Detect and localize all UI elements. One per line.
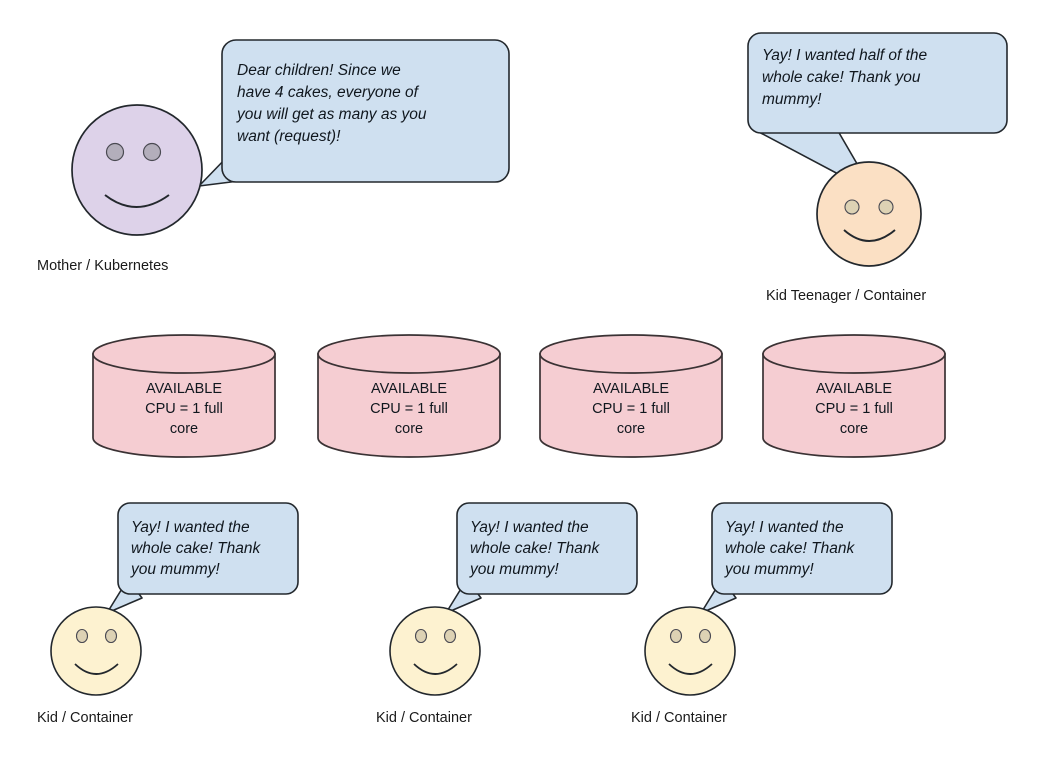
kid-2-right-eye-icon — [443, 628, 457, 644]
teenager-caption-label: Kid Teenager / Container — [766, 288, 927, 304]
kid-3-speech-text: Yay! I wanted the whole cake! Thank you … — [725, 519, 855, 578]
cylinder-1-body — [92, 353, 276, 458]
kid-1-speech-text: Yay! I wanted the whole cake! Thank you … — [131, 519, 261, 578]
kid-2-face[interactable] — [389, 606, 481, 696]
kid-3-left-eye-icon — [669, 628, 683, 644]
cylinder-1[interactable] — [92, 334, 276, 458]
mother-group[interactable] — [71, 39, 510, 236]
mother-face[interactable] — [71, 104, 203, 236]
kid-3-speech-bubble — [711, 502, 893, 595]
kid-3-caption-label: Kid / Container — [631, 710, 727, 726]
cylinder-1-text: AVAILABLE CPU = 1 full core — [145, 381, 223, 437]
kid-1-left-eye-icon — [75, 628, 89, 644]
cylinder-3[interactable] — [539, 334, 723, 458]
kid-1-smile-icon — [74, 663, 119, 675]
teenager-speech-bubble — [747, 32, 1008, 134]
kid-1-speech-bubble — [117, 502, 299, 595]
mother-speech-bubble — [221, 39, 510, 183]
cylinder-2-top — [317, 334, 501, 374]
cylinder-3-text: AVAILABLE CPU = 1 full core — [592, 381, 670, 437]
kid-2-smile-icon — [413, 663, 458, 675]
cylinder-2-body — [317, 353, 501, 458]
kid-2-left-eye-icon — [414, 628, 428, 644]
kid-2-speech-bubble — [456, 502, 638, 595]
teenager-face[interactable] — [816, 161, 922, 267]
cylinder-1-top — [92, 334, 276, 374]
cylinder-2[interactable] — [317, 334, 501, 458]
cylinder-3-top — [539, 334, 723, 374]
teenager-smile-icon — [843, 229, 896, 242]
kid-1-group[interactable] — [50, 502, 299, 696]
kid-3-right-eye-icon — [698, 628, 712, 644]
cylinder-4[interactable] — [762, 334, 946, 458]
cylinder-4-top — [762, 334, 946, 374]
kid-1-right-eye-icon — [104, 628, 118, 644]
mother-smile-icon — [104, 194, 170, 208]
kid-2-caption-label: Kid / Container — [376, 710, 472, 726]
kid-2-group[interactable] — [389, 502, 638, 696]
mother-speech-text: Dear children! Since we have 4 cakes, ev… — [237, 62, 427, 145]
kid-3-group[interactable] — [644, 502, 893, 696]
teenager-group[interactable] — [747, 32, 1008, 267]
teenager-right-eye-icon — [878, 199, 894, 215]
cylinder-2-text: AVAILABLE CPU = 1 full core — [370, 381, 448, 437]
kid-3-smile-icon — [668, 663, 713, 675]
kid-1-caption-label: Kid / Container — [37, 710, 133, 726]
kid-3-face[interactable] — [644, 606, 736, 696]
mother-caption-label: Mother / Kubernetes — [37, 258, 169, 274]
teenager-speech-text: Yay! I wanted half of the whole cake! Th… — [762, 47, 928, 108]
mother-left-eye-icon — [105, 142, 125, 162]
cylinder-4-body — [762, 353, 946, 458]
cylinder-4-text: AVAILABLE CPU = 1 full core — [815, 381, 893, 437]
cylinder-3-body — [539, 353, 723, 458]
kid-2-speech-text: Yay! I wanted the whole cake! Thank you … — [470, 519, 600, 578]
mother-right-eye-icon — [142, 142, 162, 162]
teenager-left-eye-icon — [844, 199, 860, 215]
kid-1-face[interactable] — [50, 606, 142, 696]
